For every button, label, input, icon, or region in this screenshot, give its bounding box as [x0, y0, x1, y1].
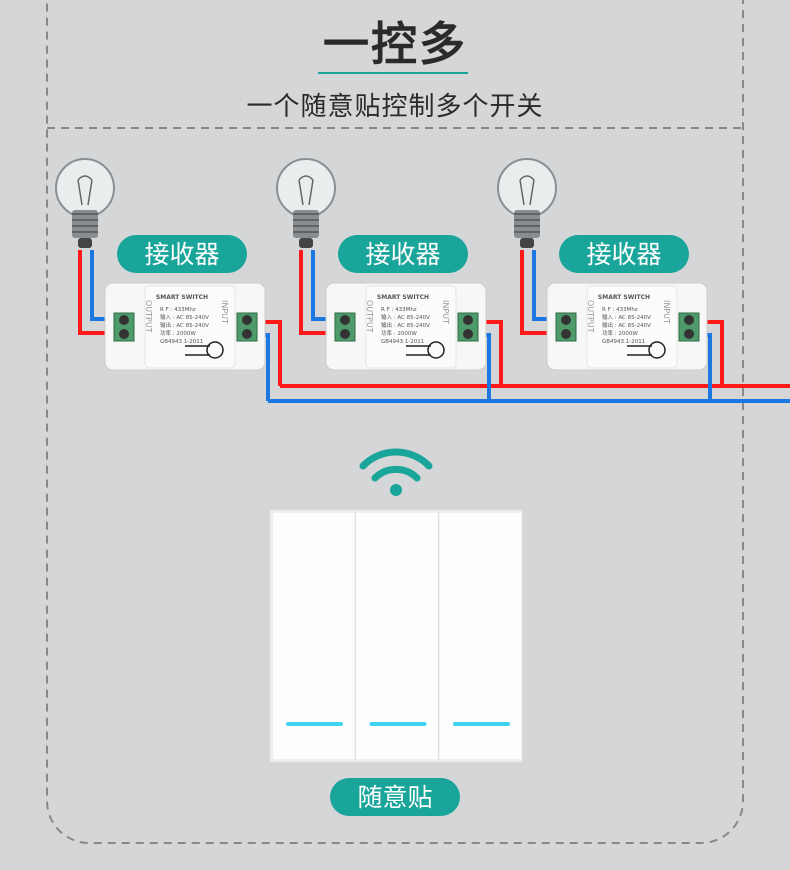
receiver-brand: SMART SWITCH	[156, 294, 208, 301]
input-label: INPUT	[441, 300, 450, 324]
title-underline	[318, 72, 468, 74]
page-subtitle: 一个随意贴控制多个开关	[246, 92, 544, 122]
receiver-spec: 功率 : 2000W	[160, 329, 196, 337]
receiver-spec: R F : 433Mhz	[602, 307, 638, 313]
input-label: INPUT	[220, 300, 229, 324]
receiver-brand: SMART SWITCH	[377, 294, 429, 301]
receiver-brand: SMART SWITCH	[598, 294, 650, 301]
output-terminal	[334, 312, 356, 342]
light-bulb-icon	[497, 158, 557, 248]
receiver-spec: 功率 : 2000W	[602, 329, 638, 337]
output-label: OUTPUT	[365, 300, 374, 333]
receiver-spec: 输出 : AC 85-240V	[602, 321, 651, 329]
output-label: OUTPUT	[144, 300, 153, 333]
light-bulb-icon	[276, 158, 336, 248]
switch-rocker-button[interactable]	[271, 511, 356, 761]
input-terminal	[678, 312, 700, 342]
receiver-spec: 输入 : AC 85-240V	[381, 313, 430, 321]
output-terminal	[555, 312, 577, 342]
switch-rocker-button[interactable]	[438, 511, 523, 761]
page-title: 一控多	[323, 17, 467, 71]
wireless-wall-switch	[269, 509, 523, 763]
receiver-spec: R F : 433Mhz	[160, 307, 196, 313]
receiver-spec: GB4943.1-2011	[602, 339, 645, 345]
receiver-spec: 输入 : AC 85-240V	[602, 313, 651, 321]
remote-label-pill: 随意贴	[330, 778, 460, 816]
receiver-label: 接收器	[144, 240, 219, 269]
switch-rocker-button[interactable]	[355, 511, 439, 761]
wifi-icon	[359, 448, 433, 496]
input-terminal	[236, 312, 258, 342]
led-indicator	[369, 722, 427, 726]
receiver-spec: GB4943.1-2011	[160, 339, 203, 345]
receiver-spec: 输出 : AC 85-240V	[160, 321, 209, 329]
light-bulb-icon	[55, 158, 115, 248]
receiver-spec: 输入 : AC 85-240V	[160, 313, 209, 321]
output-label: OUTPUT	[586, 300, 595, 333]
input-label: INPUT	[662, 300, 671, 324]
led-indicator	[286, 722, 343, 726]
dashed-frame	[46, 0, 744, 844]
input-terminal	[457, 312, 479, 342]
receiver-label: 接收器	[365, 240, 440, 269]
output-terminal	[113, 312, 135, 342]
receiver-spec: GB4943.1-2011	[381, 339, 424, 345]
receiver-spec: R F : 433Mhz	[381, 307, 417, 313]
receiver-spec: 输出 : AC 85-240V	[381, 321, 430, 329]
receiver-label: 接收器	[586, 240, 661, 269]
receiver-spec: 功率 : 2000W	[381, 329, 417, 337]
remote-label: 随意贴	[357, 783, 432, 812]
led-indicator	[453, 722, 510, 726]
